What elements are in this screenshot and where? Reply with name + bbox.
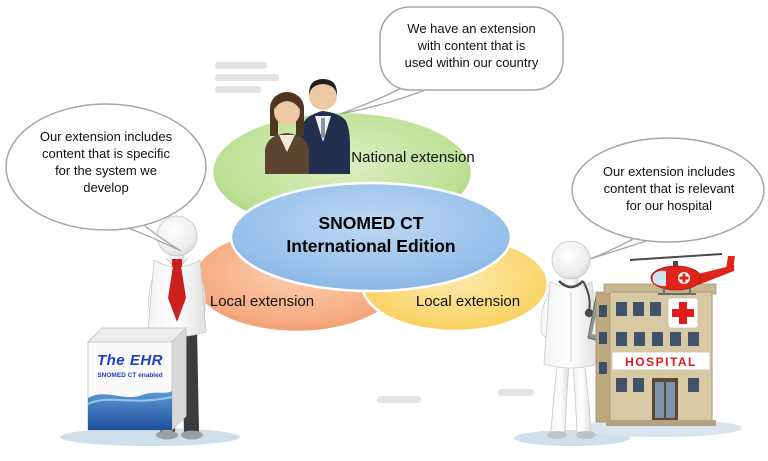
bubble-line: with content that is: [417, 38, 526, 53]
speech-bubble-left-text: Our extension includes content that is s…: [16, 128, 196, 196]
bubble-line: Our extension includes: [39, 129, 173, 144]
faded-watermark-smudges: [215, 62, 534, 403]
local-extension-left-label: Local extension: [209, 293, 315, 310]
red-cross-sign: [667, 297, 699, 329]
red-tie: [168, 259, 186, 322]
stethoscope: [558, 280, 594, 318]
title-line: International Edition: [286, 236, 456, 256]
local-extension-right-label: Local extension: [415, 293, 521, 310]
ehr-box-subtitle: SNOMED CT enabled: [97, 372, 163, 379]
speech-bubble-right: [571, 137, 765, 260]
businessman-figure: [298, 79, 350, 174]
speech-bubble-top-text: We have an extension with content that i…: [385, 20, 558, 71]
speech-bubble-top: [339, 6, 564, 115]
bubble-line: We have an extension: [407, 21, 536, 36]
bubble-line: Our extension includes: [602, 164, 736, 179]
speech-bubble-left: [5, 103, 207, 252]
bubble-line: for the system we: [55, 163, 157, 178]
international-edition-title: SNOMED CT International Edition: [251, 212, 491, 258]
bubble-line: content that is relevant: [603, 181, 735, 196]
bubble-line: used within our country: [404, 55, 539, 70]
hospital-sign-label: HOSPITAL: [625, 355, 697, 369]
businesswoman-figure: [265, 92, 309, 174]
helicopter: [629, 253, 735, 295]
bubble-line: for our hospital: [626, 198, 712, 213]
bubble-line: develop: [83, 180, 129, 195]
title-line: SNOMED CT: [318, 213, 424, 233]
national-people-figures: [265, 79, 350, 174]
developer-figure: [86, 215, 207, 440]
hospital-door: [652, 378, 678, 422]
hospital-sign-strip: [611, 351, 711, 371]
national-extension-label: National extension: [351, 149, 475, 166]
speech-bubble-right-text: Our extension includes content that is r…: [579, 163, 759, 214]
hospital-building: [595, 253, 735, 426]
ehr-software-box: [86, 326, 188, 432]
ehr-box-title: The EHR: [96, 352, 163, 369]
bubble-line: content that is specific: [42, 146, 170, 161]
international-edition-ellipse: [229, 181, 513, 293]
